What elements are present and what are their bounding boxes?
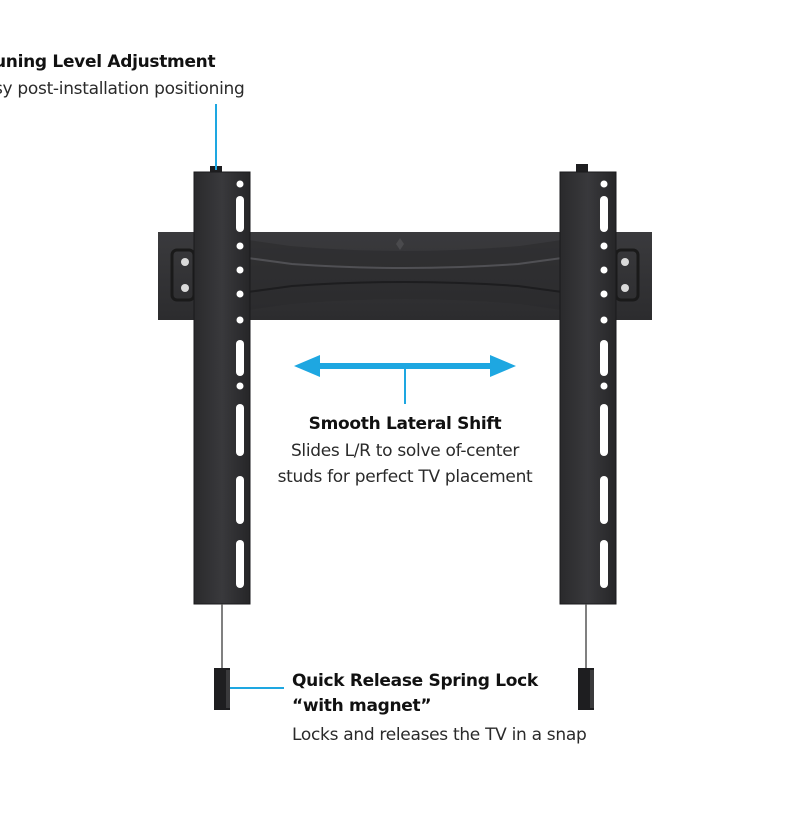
fine-tuning-subtitle: sy post-installation positioning bbox=[0, 79, 245, 99]
double-arrow-icon bbox=[294, 355, 516, 404]
left-rail bbox=[193, 166, 251, 710]
spring-lock-title: Quick Release Spring Lock bbox=[292, 671, 538, 691]
lateral-shift-title: Smooth Lateral Shift bbox=[308, 414, 502, 434]
lateral-shift-line2: studs for perfect TV placement bbox=[277, 467, 533, 487]
spring-lock-title-magnet: “with magnet” bbox=[292, 696, 432, 716]
fine-tuning-title: uning Level Adjustment bbox=[0, 52, 216, 72]
spring-lock-subtitle: Locks and releases the TV in a snap bbox=[292, 725, 587, 745]
right-rail bbox=[559, 164, 617, 710]
lateral-shift-line1: Slides L/R to solve of-center bbox=[290, 441, 520, 461]
